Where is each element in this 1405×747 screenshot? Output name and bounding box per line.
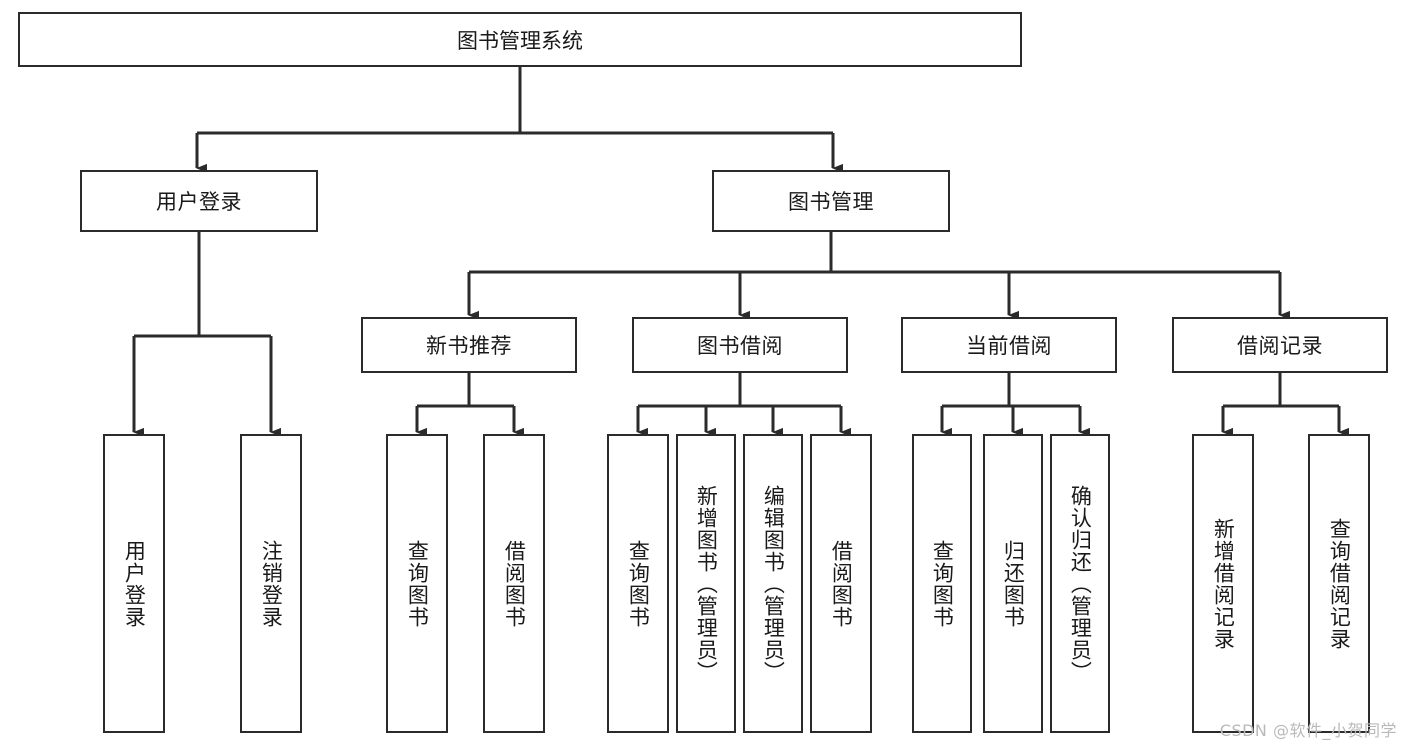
node-label: 用户登录 [156, 190, 242, 214]
node-leaf-borrow-books[interactable]: 借阅图书 [810, 434, 872, 733]
node-leaf-query-books-borrow[interactable]: 查询图书 [607, 434, 669, 733]
node-label: 确认归还（管理员） [1068, 484, 1093, 683]
node-label: 查询图书 [405, 539, 430, 628]
node-label: 查询图书 [626, 539, 651, 628]
node-label: 新书推荐 [426, 334, 512, 358]
watermark: CSDN @软件_小贺同学 [1219, 721, 1397, 740]
node-leaf-confirm-return-admin[interactable]: 确认归还（管理员） [1050, 434, 1110, 733]
node-label: 新增借阅记录 [1211, 517, 1236, 650]
node-leaf-query-books-current[interactable]: 查询图书 [912, 434, 972, 733]
node-leaf-user-login[interactable]: 用户登录 [103, 434, 165, 733]
node-leaf-edit-book-admin[interactable]: 编辑图书（管理员） [743, 434, 803, 733]
node-level3-borrow-records[interactable]: 借阅记录 [1172, 317, 1388, 373]
node-label: 注销登录 [259, 539, 284, 628]
node-level2-book-management[interactable]: 图书管理 [712, 170, 950, 232]
node-label: 查询借阅记录 [1327, 517, 1352, 650]
node-leaf-query-borrow-record[interactable]: 查询借阅记录 [1308, 434, 1370, 733]
node-leaf-return-books[interactable]: 归还图书 [983, 434, 1043, 733]
node-label: 借阅图书 [829, 539, 854, 628]
node-label: 归还图书 [1001, 539, 1026, 628]
node-label: 图书借阅 [697, 334, 783, 358]
node-label: 当前借阅 [966, 334, 1052, 358]
node-label: 新增图书（管理员） [694, 484, 719, 683]
node-leaf-logout[interactable]: 注销登录 [240, 434, 302, 733]
node-label: 用户登录 [122, 539, 147, 628]
node-label: 借阅记录 [1237, 334, 1323, 358]
node-leaf-add-book-admin[interactable]: 新增图书（管理员） [676, 434, 736, 733]
node-level2-user-login[interactable]: 用户登录 [80, 170, 318, 232]
node-leaf-add-borrow-record[interactable]: 新增借阅记录 [1192, 434, 1254, 733]
node-label: 图书管理 [788, 190, 874, 214]
node-level3-new-book-recommend[interactable]: 新书推荐 [361, 317, 577, 373]
node-leaf-borrow-books-new[interactable]: 借阅图书 [483, 434, 545, 733]
node-level3-book-borrow[interactable]: 图书借阅 [632, 317, 848, 373]
node-root-label: 图书管理系统 [457, 28, 583, 53]
node-root[interactable]: 图书管理系统 [18, 12, 1022, 67]
node-label: 借阅图书 [502, 539, 527, 628]
node-leaf-query-books-new[interactable]: 查询图书 [386, 434, 448, 733]
node-label: 查询图书 [930, 539, 955, 628]
node-level3-current-borrow[interactable]: 当前借阅 [901, 317, 1117, 373]
node-label: 编辑图书（管理员） [761, 484, 786, 683]
